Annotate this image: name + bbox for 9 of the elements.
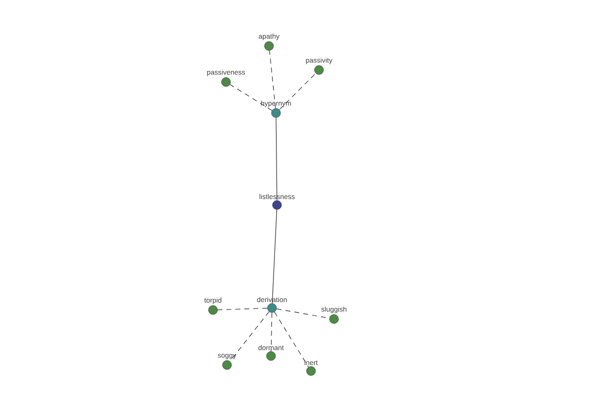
connector-line	[274, 312, 309, 368]
connector-line	[230, 84, 272, 111]
connector-line	[272, 209, 278, 304]
connector-line	[217, 308, 268, 310]
connector-line	[269, 50, 276, 109]
connector-line	[276, 117, 278, 201]
connector-line	[279, 73, 316, 110]
connector-line	[230, 311, 270, 362]
connector-line	[270, 312, 272, 352]
